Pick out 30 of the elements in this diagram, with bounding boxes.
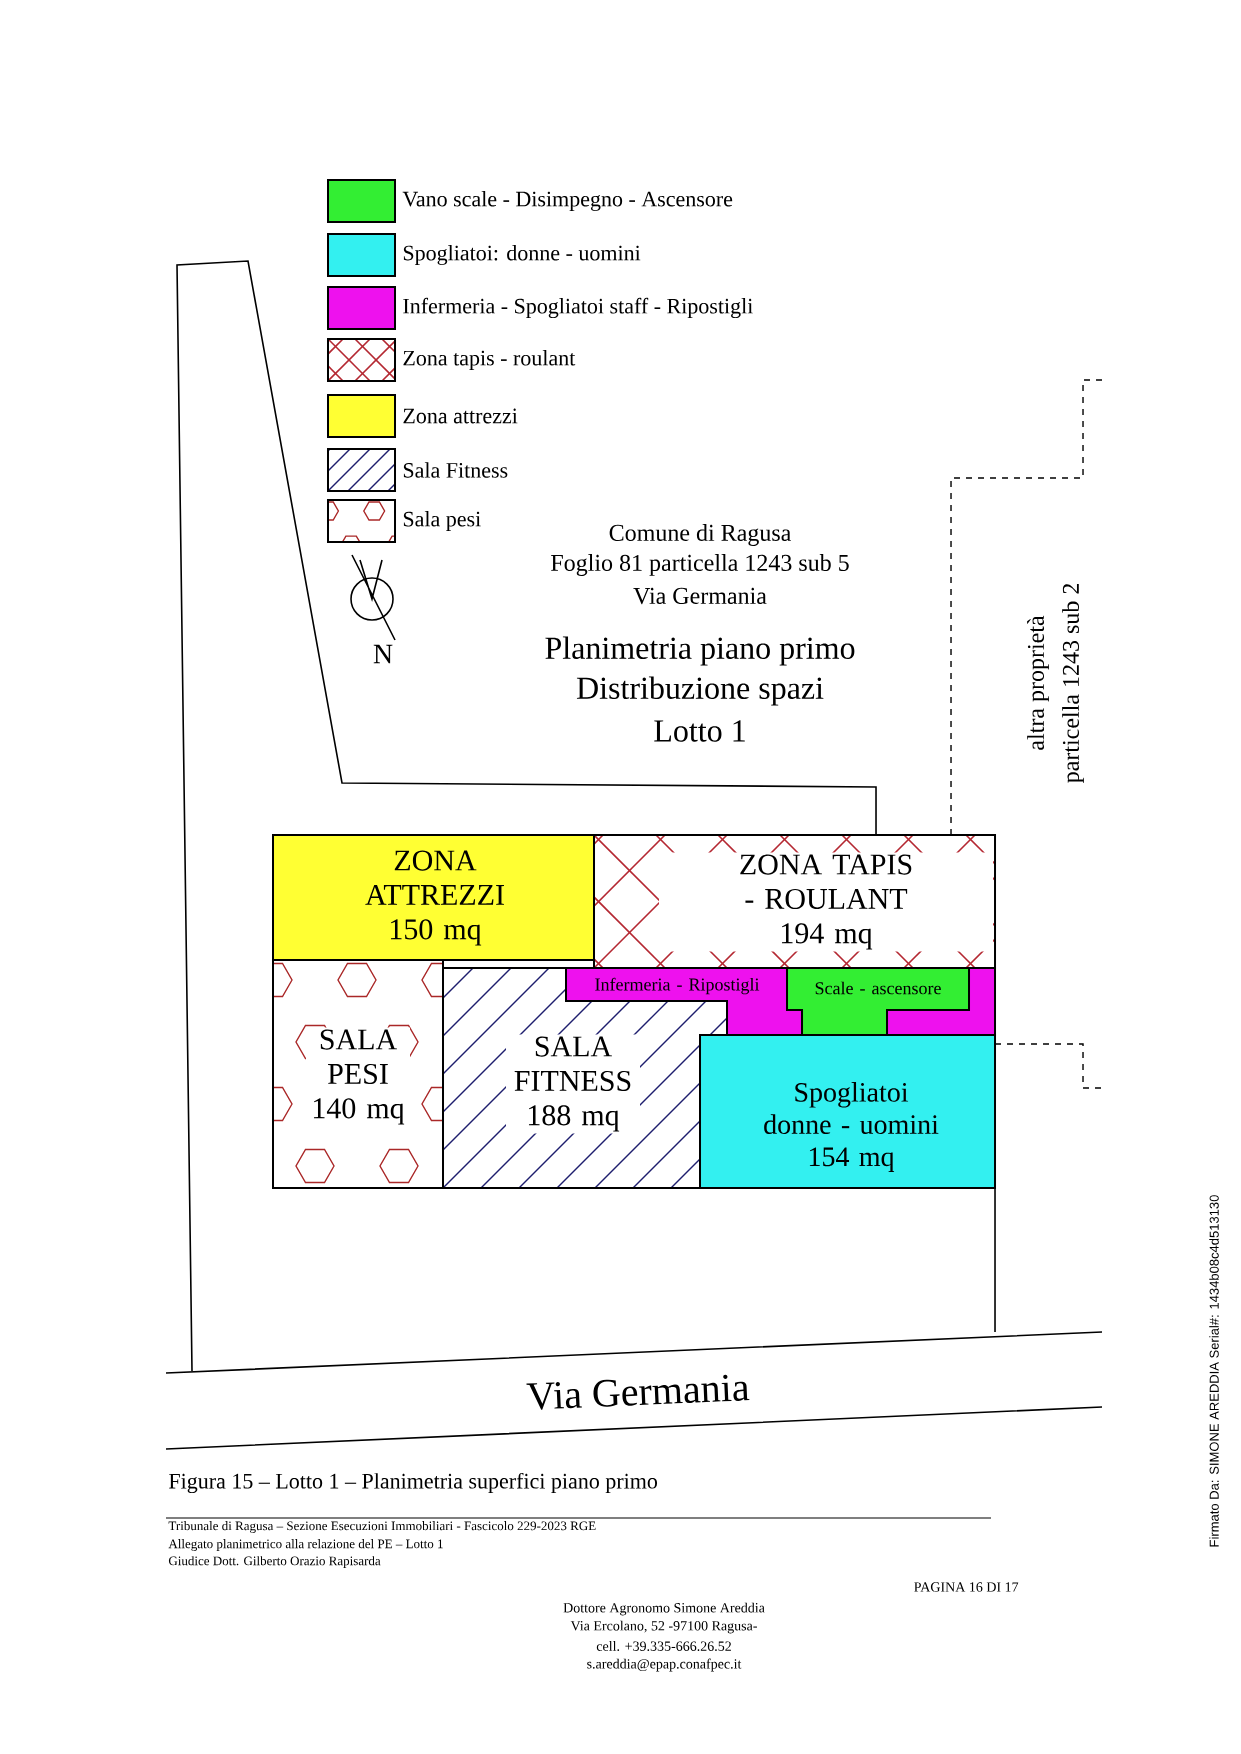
- label: Via Germania: [526, 1374, 750, 1410]
- label: s.areddia@epap.conafpec.it: [587, 1658, 742, 1672]
- legend-text: Sala Fitness: [403, 462, 508, 478]
- label: Comune di Ragusa: [609, 524, 791, 546]
- room-area: ZONA TAPIS - ROULANT 194 mq: [593, 834, 996, 969]
- label: Foglio 81 particella 1243 sub 5: [551, 554, 849, 576]
- label: Dottore Agronomo Simone Areddia: [563, 1602, 765, 1616]
- legend-text: Zona attrezzi: [403, 408, 518, 424]
- label: Via Germania: [633, 587, 767, 605]
- room-area: Spogliatoi donne - uomini 154 mq: [699, 1034, 996, 1189]
- label: Giudice Dott. Gilberto Orazio Rapisarda: [168, 1556, 381, 1568]
- label: Lotto 1: [654, 720, 745, 742]
- label: Allegato planimetrico alla relazione del PE – Lotto 1: [168, 1539, 443, 1551]
- label: Distribuzione spazi: [576, 676, 824, 706]
- label: PAGINA 16 DI 17: [914, 1582, 1019, 1592]
- label: Via Ercolano, 52 -97100 Ragusa-: [570, 1620, 757, 1634]
- legend-text: Infermeria - Spogliatoi staff - Ripostigli: [403, 297, 753, 319]
- legend-text: Vano scale - Disimpegno - Ascensore: [402, 191, 733, 211]
- label: Tribunale di Ragusa – Sezione Esecuzioni Immobiliari - Fascicolo 229-2023 RGE: [168, 1521, 596, 1533]
- legend-text: Sala pesi: [403, 511, 481, 531]
- legend-text: Spogliatoi: donne - uomini: [403, 245, 641, 265]
- label: Firmato Da: SIMONE AREDDIA Serial#: 1434b08c4d513130: [1209, 1195, 1219, 1547]
- label: particella 1243 sub 2: [1062, 584, 1084, 783]
- label: Planimetria piano primo: [545, 636, 855, 666]
- legend-text: Zona tapis - roulant: [403, 350, 576, 370]
- caption: Figura 15 – Lotto 1 – Planimetria superfici piano primo: [169, 1472, 658, 1494]
- label: cell. +39.335-666.26.52: [596, 1641, 731, 1651]
- room-area: ZONA ATTREZZI 150 mq: [272, 834, 595, 961]
- label: altra proprietà: [1027, 615, 1049, 750]
- label: N: [373, 644, 393, 664]
